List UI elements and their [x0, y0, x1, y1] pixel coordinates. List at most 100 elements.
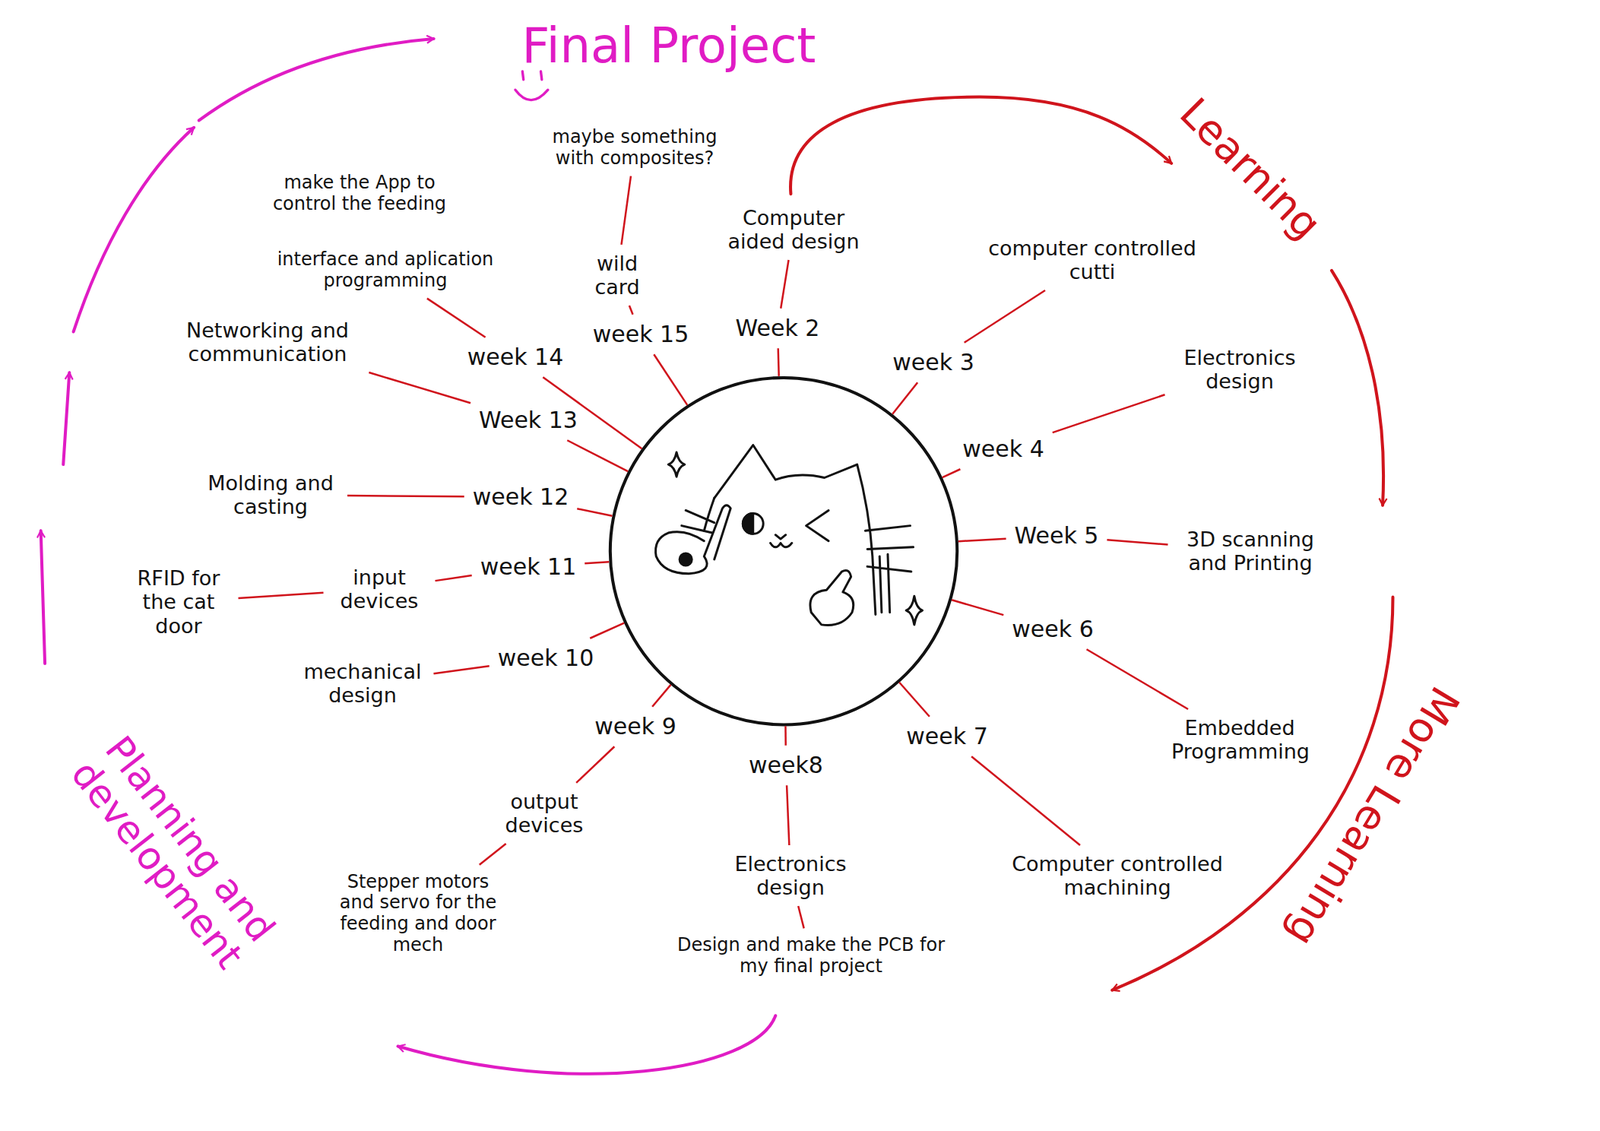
node-text: Electronics design	[1173, 345, 1307, 393]
leader-connector	[368, 372, 471, 403]
week-label: Week 2	[731, 313, 824, 345]
week-label: week 3	[888, 347, 978, 379]
node-text: week 7	[906, 723, 988, 751]
cat-cheek	[703, 497, 714, 531]
week-label: week 12	[468, 481, 574, 514]
topic-label: Electronics design	[1169, 343, 1311, 396]
node-text: week 3	[892, 349, 974, 377]
cat-mouth	[770, 535, 793, 548]
topic-label: Networking and communication	[159, 316, 377, 368]
topic-label: 3D scanning and Printing	[1172, 525, 1329, 577]
cycle-arrow	[73, 127, 194, 333]
spoke-line	[589, 623, 625, 639]
cat-wink	[806, 510, 830, 541]
smiley-mouth	[515, 89, 549, 100]
node-text: Design and make the PCB for my final pro…	[670, 934, 952, 977]
leader-connector	[971, 756, 1081, 846]
week-label: week 7	[902, 721, 992, 753]
cat-head	[714, 445, 876, 615]
cat-whiskers	[864, 525, 913, 613]
node-text: Week 13	[478, 407, 578, 435]
spoke-line	[942, 468, 961, 478]
spoke-line	[899, 682, 930, 717]
topic-label: Stepper motors and servo for the feeding…	[326, 869, 510, 958]
leader-connector	[576, 746, 615, 783]
node-text: Electronics design	[724, 852, 858, 900]
cycle-arrow	[1331, 270, 1384, 506]
week-label: week 15	[589, 319, 694, 351]
node-text: input devices	[332, 565, 428, 613]
node-text: maybe something with composites?	[541, 126, 729, 169]
leader-connector	[780, 259, 789, 309]
leader-connector	[347, 495, 465, 497]
leader-connector	[435, 575, 473, 581]
spoke-line	[576, 508, 612, 516]
cat-whiskers	[681, 510, 715, 533]
spoke-line	[958, 538, 1007, 542]
node-text: Molding and casting	[202, 471, 340, 519]
sparkle	[906, 595, 922, 625]
node-text: week 9	[594, 713, 676, 741]
topic-label: interface and aplication programming	[247, 247, 525, 294]
topic-label: computer controlled cutti	[972, 234, 1213, 286]
spoke-line	[951, 599, 1004, 615]
topic-label: Electronics design	[720, 849, 862, 902]
node-text: week 11	[480, 554, 577, 581]
week-label: week 11	[476, 551, 581, 583]
spoke-line	[778, 348, 780, 377]
cycle-arrow	[1112, 597, 1393, 991]
leader-connector	[1052, 394, 1166, 433]
week-label: week 10	[494, 643, 599, 675]
leader-connector	[434, 665, 490, 674]
week-label: week 9	[590, 711, 680, 743]
node-text: computer controlled cutti	[976, 236, 1209, 284]
spoke-line	[784, 725, 787, 746]
week-label: Week 13	[475, 405, 582, 437]
node-text: make the App to control the feeding	[251, 172, 469, 215]
cycle-arrow	[398, 1015, 777, 1075]
node-text: interface and aplication programming	[250, 249, 521, 292]
cat-pointing-hand	[655, 505, 732, 574]
node-text: week 14	[467, 344, 564, 371]
topic-label: Embedded Programming	[1167, 713, 1312, 766]
topic-label: wild card	[581, 249, 654, 301]
topic-label: Computer aided design	[717, 203, 870, 256]
week-label: Week 5	[1010, 520, 1103, 552]
title: Final Project	[522, 19, 817, 73]
week-label: week 14	[463, 342, 568, 374]
leader-connector	[479, 843, 507, 865]
center-circle	[610, 377, 957, 726]
node-text: 3D scanning and Printing	[1176, 527, 1325, 575]
topic-label: RFID for the cat door	[123, 563, 235, 640]
leader-connector	[1106, 539, 1168, 545]
spoke-line	[584, 561, 609, 564]
spoke-line	[892, 382, 918, 414]
topic-label: input devices	[328, 563, 431, 615]
node-text: RFID for the cat door	[127, 566, 231, 637]
topic-label: output devices	[489, 787, 600, 840]
leader-connector	[964, 290, 1046, 343]
node-text: week 4	[962, 436, 1044, 463]
topic-label: Molding and casting	[198, 468, 343, 521]
leader-connector	[786, 785, 789, 846]
leader-connector	[427, 298, 486, 338]
cycle-arrow	[790, 97, 1172, 195]
leader-connector	[238, 592, 324, 599]
node-text: Embedded Programming	[1171, 716, 1309, 764]
cycle-arrow	[41, 530, 45, 664]
node-text: mechanical design	[300, 659, 426, 707]
node-text: Stepper motors and servo for the feeding…	[330, 871, 506, 956]
smiley-eyes	[522, 71, 542, 80]
cat-drawing	[655, 445, 923, 626]
cycle-label: Planning and development	[47, 706, 301, 999]
node-text: week 10	[497, 645, 595, 672]
node-text: week 6	[1011, 616, 1094, 644]
cycle-label: Learning	[1171, 89, 1330, 248]
node-text: wild card	[585, 251, 650, 299]
node-text: output devices	[493, 789, 596, 837]
smiley	[515, 71, 549, 101]
leader-connector	[621, 176, 631, 245]
spoke-line	[653, 354, 688, 406]
cat-knuckle	[679, 553, 692, 566]
node-text: Week 2	[735, 315, 821, 343]
